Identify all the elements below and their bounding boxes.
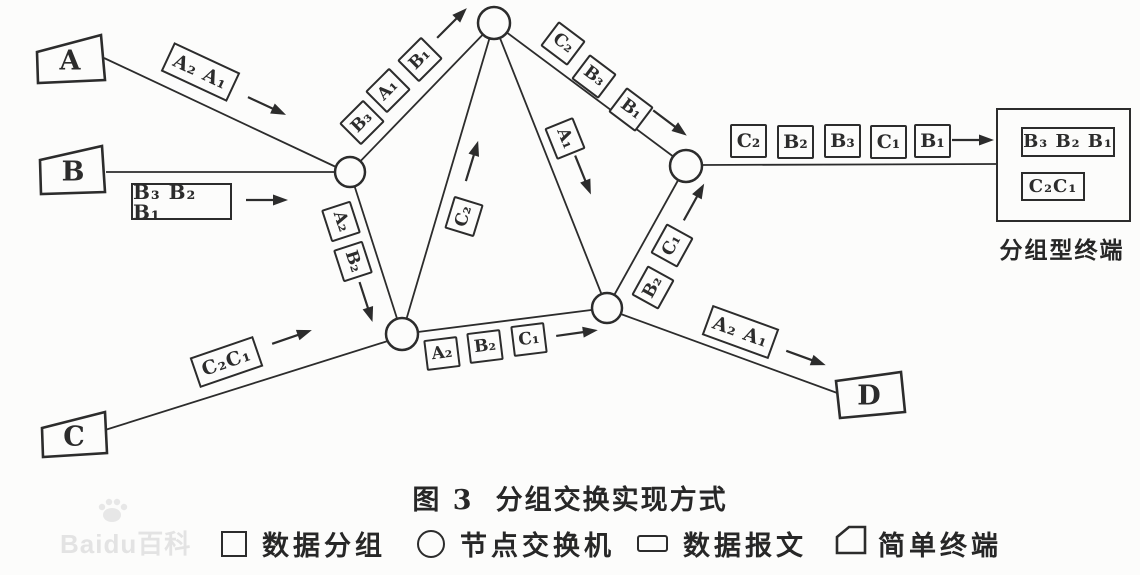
legend-label: 数据分组 bbox=[262, 531, 386, 562]
message-from-b: B₃ B₂ B₁ bbox=[131, 182, 232, 222]
packet-b1: B₁ bbox=[914, 124, 951, 158]
figure-caption: 图 3 分组交换实现方式 bbox=[0, 478, 1140, 517]
terminal-c-shape bbox=[40, 410, 109, 459]
terminal-a-label: A bbox=[59, 45, 81, 77]
terminal-a-shape bbox=[35, 33, 107, 85]
terminal-b-label: B bbox=[61, 156, 85, 188]
packet-b2: B₂ bbox=[777, 125, 814, 159]
terminal-b-shape bbox=[38, 144, 107, 196]
link-node5-node3 bbox=[606, 165, 687, 309]
figure-number: 图 3 bbox=[412, 485, 474, 516]
flow-arrow-n2-n3 bbox=[652, 109, 687, 136]
packet-b3: B₃ bbox=[824, 124, 861, 158]
message-reassembled-b: B₃ B₂ B₁ bbox=[1021, 127, 1115, 157]
circle-icon bbox=[417, 529, 445, 558]
flow-arrow-n2-n5 bbox=[574, 155, 591, 195]
terminal-d-label: D bbox=[857, 380, 881, 412]
packet-terminal-label: 分组型终端 bbox=[999, 237, 1125, 264]
packet-b2: B₂ bbox=[466, 329, 504, 364]
flow-arrow-n4-n2 bbox=[464, 140, 480, 182]
link-terminal-c-to-node4 bbox=[104, 339, 392, 431]
legend-label: 节点交换机 bbox=[460, 531, 615, 562]
link-node1-node2 bbox=[349, 22, 495, 173]
flow-arrow-n5-n3 bbox=[682, 183, 705, 221]
figure-title: 分组交换实现方式 bbox=[495, 485, 728, 516]
link-node2-node4 bbox=[401, 22, 495, 335]
link-node2-node3 bbox=[493, 22, 687, 167]
legend-item-simple-terminal: 简单终端 bbox=[878, 524, 1002, 563]
node-switch-3 bbox=[668, 148, 704, 184]
link-node4-node5 bbox=[401, 307, 608, 335]
flow-arrow-b-line bbox=[246, 194, 288, 206]
packet-terminal-box bbox=[996, 108, 1131, 222]
flow-arrow-n4-n5 bbox=[556, 326, 598, 338]
link-terminal-a-to-node1 bbox=[103, 57, 337, 168]
legend-item-data-message: 数据报文 bbox=[637, 524, 807, 563]
paw-icon bbox=[98, 498, 128, 522]
packet-c1: C₁ bbox=[510, 322, 548, 357]
flow-arrow-c-line bbox=[271, 329, 312, 345]
link-node1-node4 bbox=[349, 171, 403, 335]
flow-arrow-to-packet-terminal bbox=[952, 134, 994, 146]
flow-arrow-to-d bbox=[785, 349, 826, 366]
node-switch-5 bbox=[590, 291, 624, 325]
flow-arrow-n1-n2 bbox=[436, 8, 467, 39]
link-node3-to-packet-terminal bbox=[699, 163, 997, 166]
terminal-c-label: C bbox=[63, 421, 85, 453]
baidu-watermark: Baidu百科 bbox=[60, 529, 192, 559]
legend-item-node-switch: 节点交换机 bbox=[417, 524, 615, 563]
packet-a2: A₂ bbox=[423, 336, 461, 371]
packet-c1: C₁ bbox=[870, 125, 907, 159]
terminal-icon bbox=[835, 525, 867, 555]
packet-c2: C₂ bbox=[730, 124, 767, 158]
flow-arrow-n1-n4 bbox=[358, 281, 374, 322]
node-switch-1 bbox=[333, 155, 367, 189]
link-node2-node5 bbox=[493, 22, 608, 309]
node-switch-4 bbox=[384, 316, 420, 352]
flow-arrows bbox=[246, 8, 994, 366]
flow-arrow-a-line bbox=[247, 96, 287, 115]
node-switch-2 bbox=[476, 5, 512, 41]
message-reassembled-c: C₂C₁ bbox=[1021, 172, 1085, 201]
legend-item-data-packet: 数据分组 bbox=[221, 524, 386, 563]
terminal-d-shape bbox=[834, 370, 907, 420]
link-node5-to-terminal-d bbox=[617, 312, 841, 395]
legend-label: 数据报文 bbox=[683, 531, 807, 562]
message-icon bbox=[637, 535, 668, 552]
legend-label: 简单终端 bbox=[878, 531, 1002, 562]
square-icon bbox=[221, 530, 247, 557]
